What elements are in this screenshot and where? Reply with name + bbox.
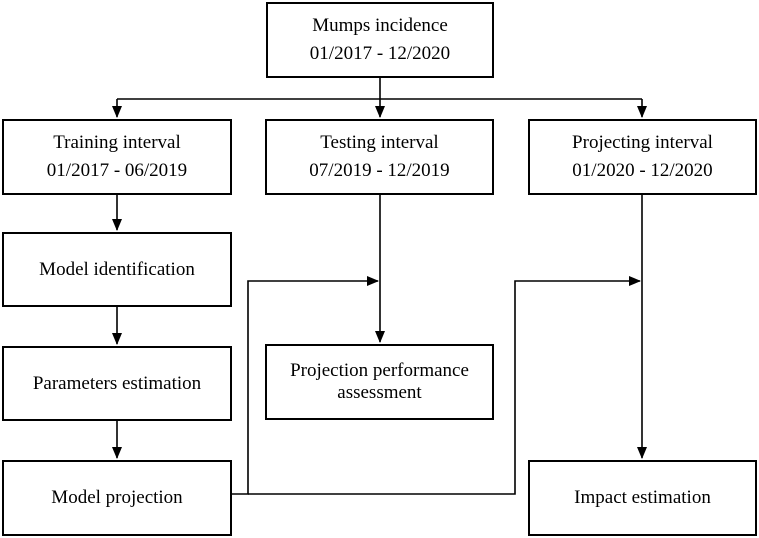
model-projection-label: Model projection (51, 487, 183, 509)
parameters-estimation-box: Parameters estimation (2, 346, 232, 421)
model-identification-label: Model identification (39, 258, 195, 280)
mumps-incidence-dates: 01/2017 - 12/2020 (309, 43, 451, 64)
testing-interval-box: Testing interval 07/2019 - 12/2019 (265, 119, 494, 195)
testing-interval-dates: 07/2019 - 12/2019 (309, 160, 450, 181)
arrow-projection-to-projecting-line (248, 276, 641, 495)
model-identification-box: Model identification (2, 232, 232, 307)
model-projection-box: Model projection (2, 460, 232, 536)
testing-interval-title: Testing interval (320, 132, 439, 154)
impact-estimation-box: Impact estimation (528, 460, 757, 536)
parameters-estimation-label: Parameters estimation (32, 372, 202, 394)
training-interval-title: Training interval (53, 132, 181, 154)
projecting-interval-box: Projecting interval 01/2020 - 12/2020 (528, 119, 757, 195)
training-interval-dates: 01/2017 - 06/2019 (46, 160, 188, 181)
projection-performance-label: Projection performance assessment (290, 360, 469, 403)
mumps-incidence-box: Mumps incidence 01/2017 - 12/2020 (266, 2, 494, 78)
projecting-interval-title: Projecting interval (572, 132, 713, 154)
projection-performance-box: Projection performance assessment (265, 344, 494, 420)
arrow-projection-to-testing-line (232, 276, 379, 495)
projecting-interval-dates: 01/2020 - 12/2020 (572, 160, 713, 181)
impact-estimation-label: Impact estimation (574, 487, 711, 509)
training-interval-box: Training interval 01/2017 - 06/2019 (2, 119, 232, 195)
mumps-incidence-title: Mumps incidence (312, 15, 448, 37)
